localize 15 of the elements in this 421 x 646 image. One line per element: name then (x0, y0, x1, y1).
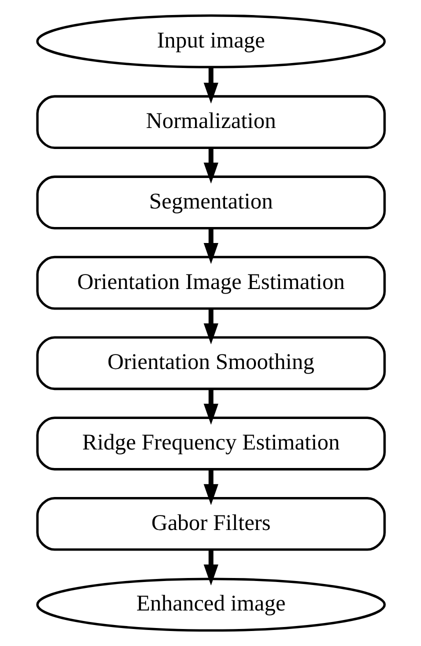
node-box: Orientation Smoothing (36, 336, 386, 390)
node-ellipse: Input image (36, 14, 386, 68)
node-box: Gabor Filters (36, 496, 386, 551)
node-box: Orientation Image Estimation (36, 256, 386, 310)
arrow (203, 67, 218, 104)
arrow (203, 470, 218, 506)
arrow (203, 550, 218, 586)
node-ellipse: Enhanced image (36, 578, 386, 632)
node-box: Normalization (36, 95, 386, 150)
arrow (203, 389, 218, 425)
arrow (203, 308, 218, 344)
arrow (203, 148, 218, 184)
node-box: Ridge Frequency Estimation (36, 416, 386, 470)
arrow (203, 228, 218, 264)
node-box: Segmentation (36, 176, 386, 230)
